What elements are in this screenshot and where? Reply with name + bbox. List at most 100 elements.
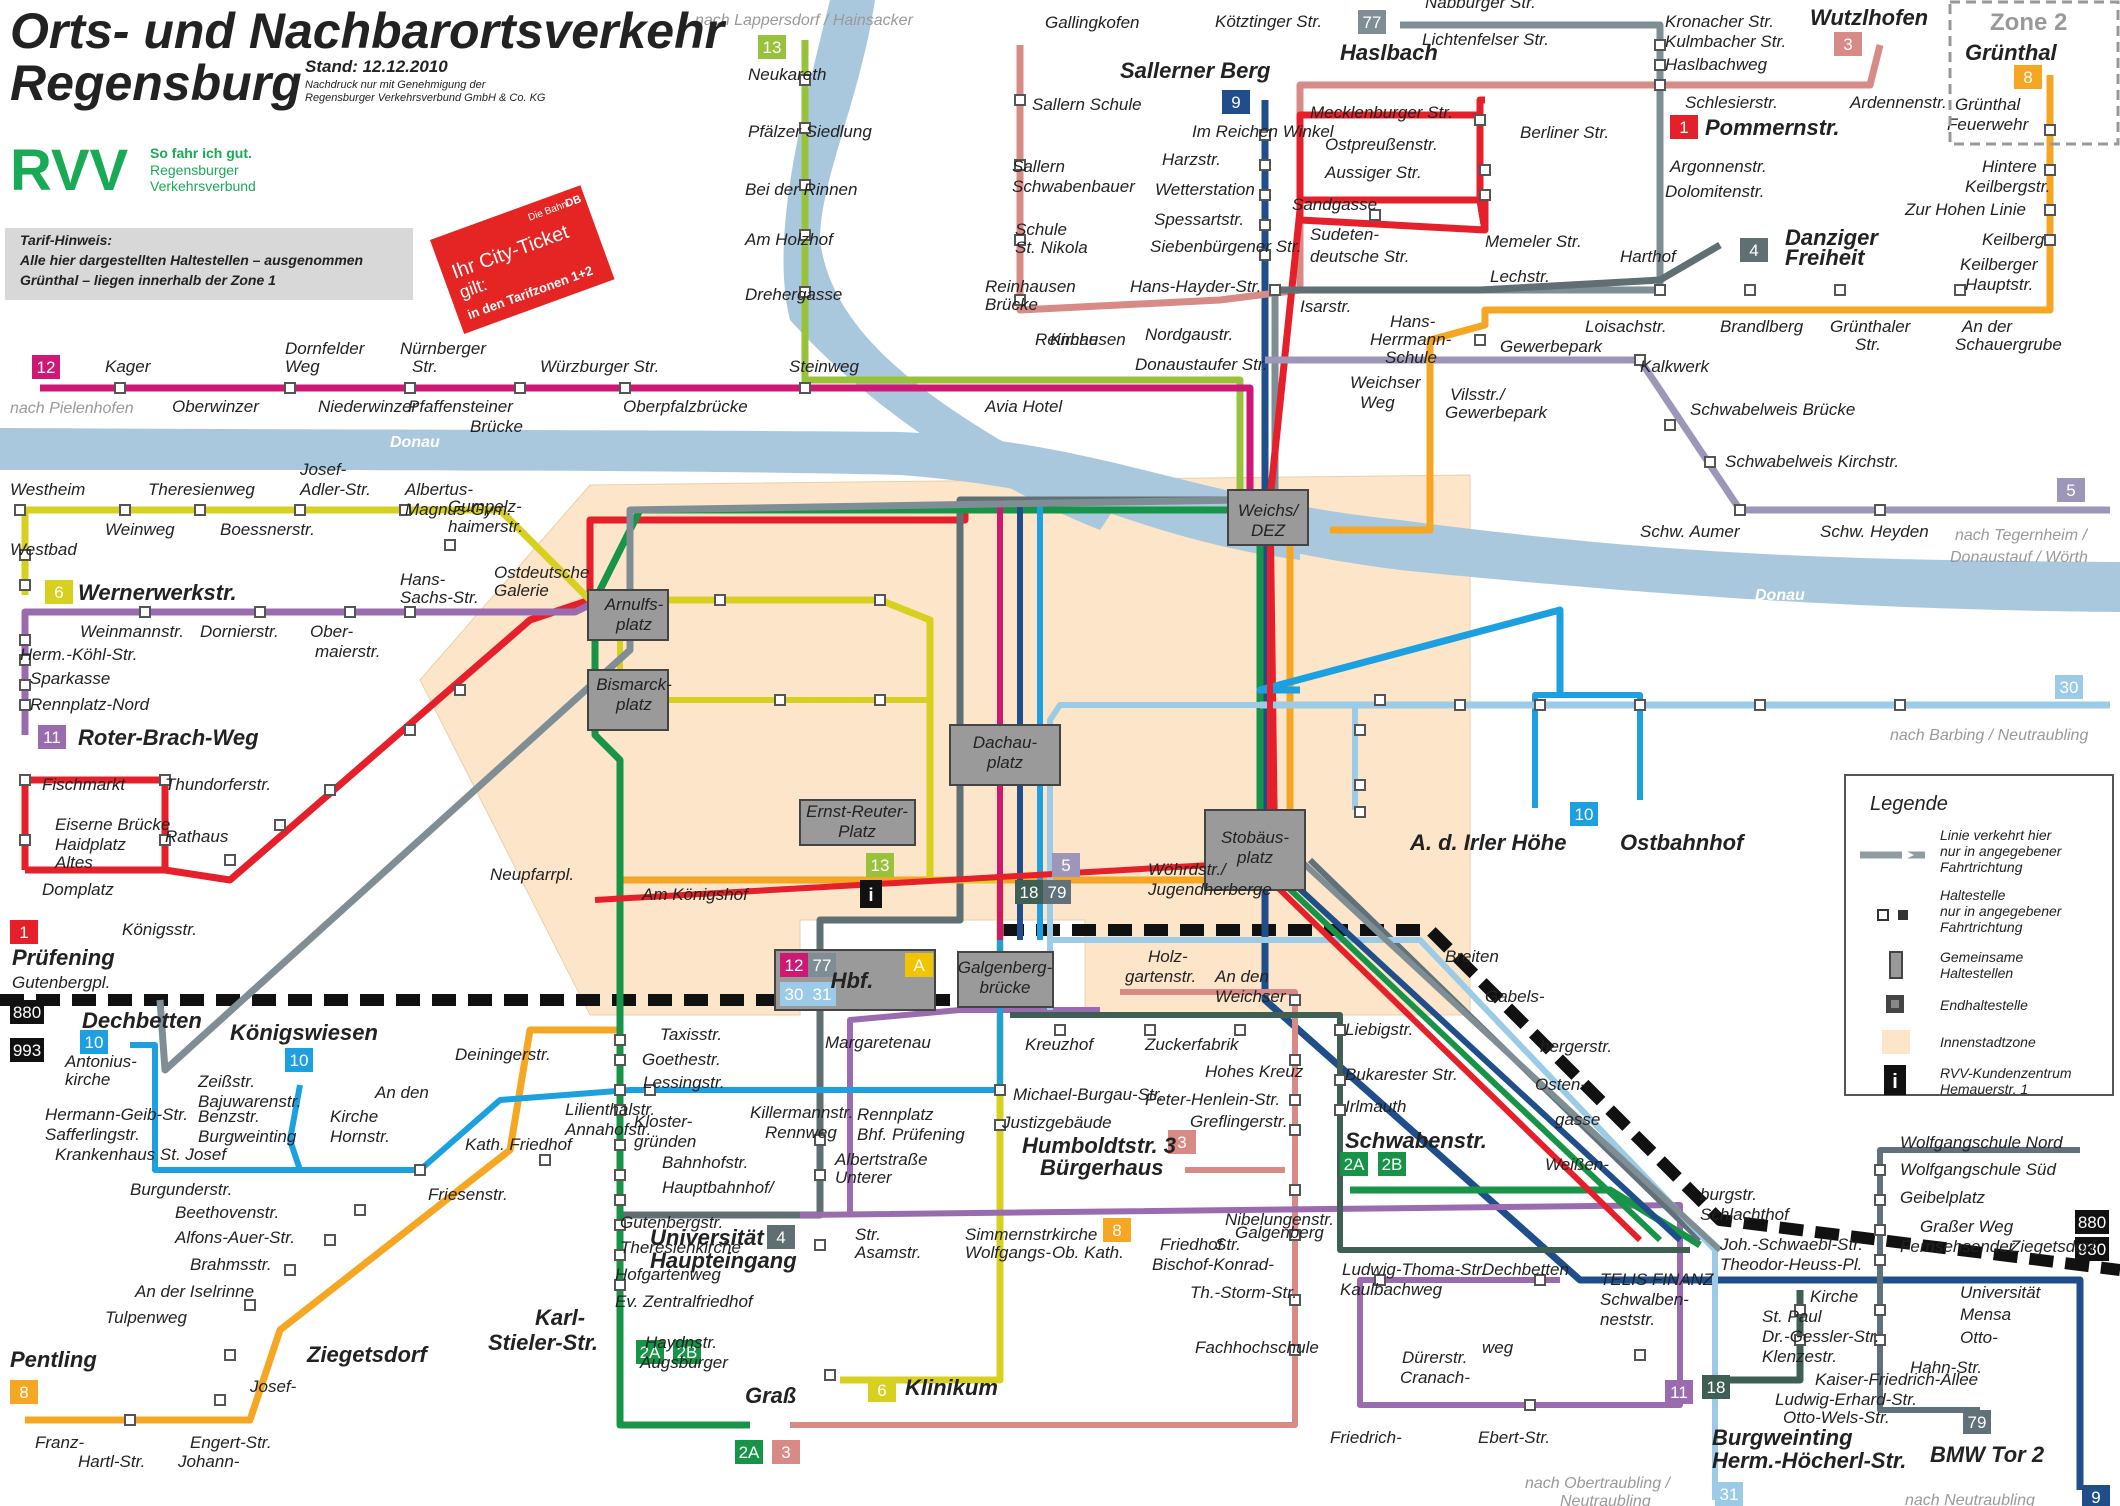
line-badge-label: 8 xyxy=(19,1383,28,1402)
stop-marker xyxy=(614,1054,626,1066)
stop-marker xyxy=(619,382,631,394)
rvv-logo: RVV xyxy=(10,138,129,203)
stop-marker xyxy=(1374,694,1386,706)
stop-marker xyxy=(1634,354,1646,366)
info-icon xyxy=(860,880,882,908)
station-label: haimerstr. xyxy=(448,517,523,536)
station-label: Ostdeutsche xyxy=(494,563,589,582)
line-badge-label: 13 xyxy=(871,856,890,875)
station-label: Gabels- xyxy=(1485,987,1545,1006)
line-77-east xyxy=(1297,857,1723,1253)
major-station-label: Bürgerhaus xyxy=(1040,1155,1163,1180)
station-label: Safferlingstr. xyxy=(45,1125,140,1144)
station-label: Herm.-Köhl-Str. xyxy=(20,645,137,664)
station-label: Keilberger xyxy=(1960,255,2039,274)
stop-marker xyxy=(614,1194,626,1206)
station-label: Albertus- xyxy=(404,480,473,499)
station-label: Ludwig-Erhard-Str. xyxy=(1775,1390,1917,1409)
stop-marker xyxy=(1289,1294,1301,1306)
stop-marker xyxy=(1289,1344,1301,1356)
hub-bismarckplatz xyxy=(587,669,669,731)
line-badge xyxy=(636,1340,664,1364)
line-badge xyxy=(2082,1485,2110,1506)
hub-label: DEZ xyxy=(1251,521,1286,540)
line-18-route xyxy=(1720,1290,1804,1384)
station-label: Loisachstr. xyxy=(1585,317,1667,336)
line-badge xyxy=(673,1340,701,1364)
line-badge xyxy=(905,953,933,977)
legend-text: Endhaltestelle xyxy=(1940,997,2028,1013)
station-label: Nibelungenstr. xyxy=(1225,1210,1334,1229)
station-label: Ludwig-Thoma-Str. xyxy=(1342,1260,1486,1279)
station-label: Brücke xyxy=(985,295,1038,314)
station-label: TELIS FINANZ xyxy=(1600,1270,1714,1289)
station-label: Am Holzhof xyxy=(744,230,835,249)
station-label: Lechstr. xyxy=(1490,267,1550,286)
station-label: Burgweinting xyxy=(198,1127,297,1146)
stop-marker xyxy=(1014,94,1026,106)
stop-marker xyxy=(2044,204,2056,216)
station-label: Otto- xyxy=(1960,1328,1998,1347)
station-label: Mensa xyxy=(1960,1305,2011,1324)
line-badge xyxy=(285,1048,313,1072)
station-label: Brandlberg xyxy=(1720,317,1804,336)
hub-label: platz xyxy=(986,753,1023,772)
line-badge-label: 4 xyxy=(1749,241,1758,260)
legend-arrow-icon xyxy=(1902,849,1914,861)
station-label: Schw. Heyden xyxy=(1820,522,1929,541)
station-label: Wolfgangs- xyxy=(965,1243,1051,1262)
station-label: Sachs-Str. xyxy=(400,588,479,607)
line-badge-label: 30 xyxy=(785,985,804,1004)
hub-label: Stobäus- xyxy=(1221,828,1289,847)
major-station-label: Herm.-Höcherl-Str. xyxy=(1712,1448,1906,1473)
line-badge-label: 1 xyxy=(19,923,28,942)
station-label: Albertstraße xyxy=(834,1150,928,1169)
major-station-label: Ziegetsdorf xyxy=(306,1342,429,1367)
station-label: neststr. xyxy=(1600,1310,1655,1329)
station-label: Schule xyxy=(1385,348,1437,367)
stop-marker xyxy=(1289,1124,1301,1136)
station-label: Antonius- xyxy=(64,1052,137,1071)
line-1-trunk xyxy=(594,857,1301,903)
station-label: Nordgaustr. xyxy=(1145,325,1233,344)
line-9-east xyxy=(1287,877,1683,1243)
station-label: Engert-Str. xyxy=(190,1433,272,1452)
station-label: Weinweg xyxy=(105,520,175,539)
station-label: Harzstr. xyxy=(1162,150,1221,169)
station-label: Friedrich- xyxy=(1330,1428,1402,1447)
direction-label: nach Tegernheim / xyxy=(1955,527,2088,544)
stop-marker xyxy=(1704,456,1716,468)
station-label: Würzburger Str. xyxy=(540,357,659,376)
stop-marker xyxy=(799,122,811,134)
line-badge-label: 79 xyxy=(1048,883,1067,902)
station-label: Annahofstr. xyxy=(564,1120,651,1139)
stop-marker xyxy=(1479,164,1491,176)
line-77-west xyxy=(156,496,1241,1074)
stop-marker xyxy=(19,774,31,786)
line-badge xyxy=(2055,675,2083,699)
station-label: Breiten xyxy=(1445,947,1499,966)
hub-arnulfsplatz xyxy=(587,589,669,641)
stop-marker xyxy=(1054,1024,1066,1036)
station-label: An den xyxy=(374,1083,429,1102)
station-label: bergerstr. xyxy=(1540,1037,1612,1056)
stop-marker xyxy=(404,382,416,394)
station-label: Burgunderstr. xyxy=(130,1180,232,1199)
zone-2-label: Zone 2 xyxy=(1990,9,2067,36)
line-10-route xyxy=(1256,606,1564,697)
line-badge xyxy=(1043,880,1071,904)
line-11-south xyxy=(799,1202,1683,1408)
major-station-label: Klinikum xyxy=(905,1375,998,1400)
hub-ernst-reuter-platz xyxy=(799,799,916,846)
station-label: Klenzestr. xyxy=(1762,1347,1837,1366)
stop-marker xyxy=(1474,114,1486,126)
station-label: Bajuwarenstr. xyxy=(198,1092,301,1111)
station-label: Fernsehsender xyxy=(1900,1237,2016,1256)
direction-label: Neutraubling xyxy=(1560,1493,1651,1506)
line-badge xyxy=(10,920,38,944)
station-label: Hohes Kreuz xyxy=(1205,1062,1304,1081)
major-station-label: A. d. Irler Höhe xyxy=(1409,830,1566,855)
line-badge-label: 4 xyxy=(776,1228,785,1247)
station-label: Avia Hotel xyxy=(984,397,1063,416)
